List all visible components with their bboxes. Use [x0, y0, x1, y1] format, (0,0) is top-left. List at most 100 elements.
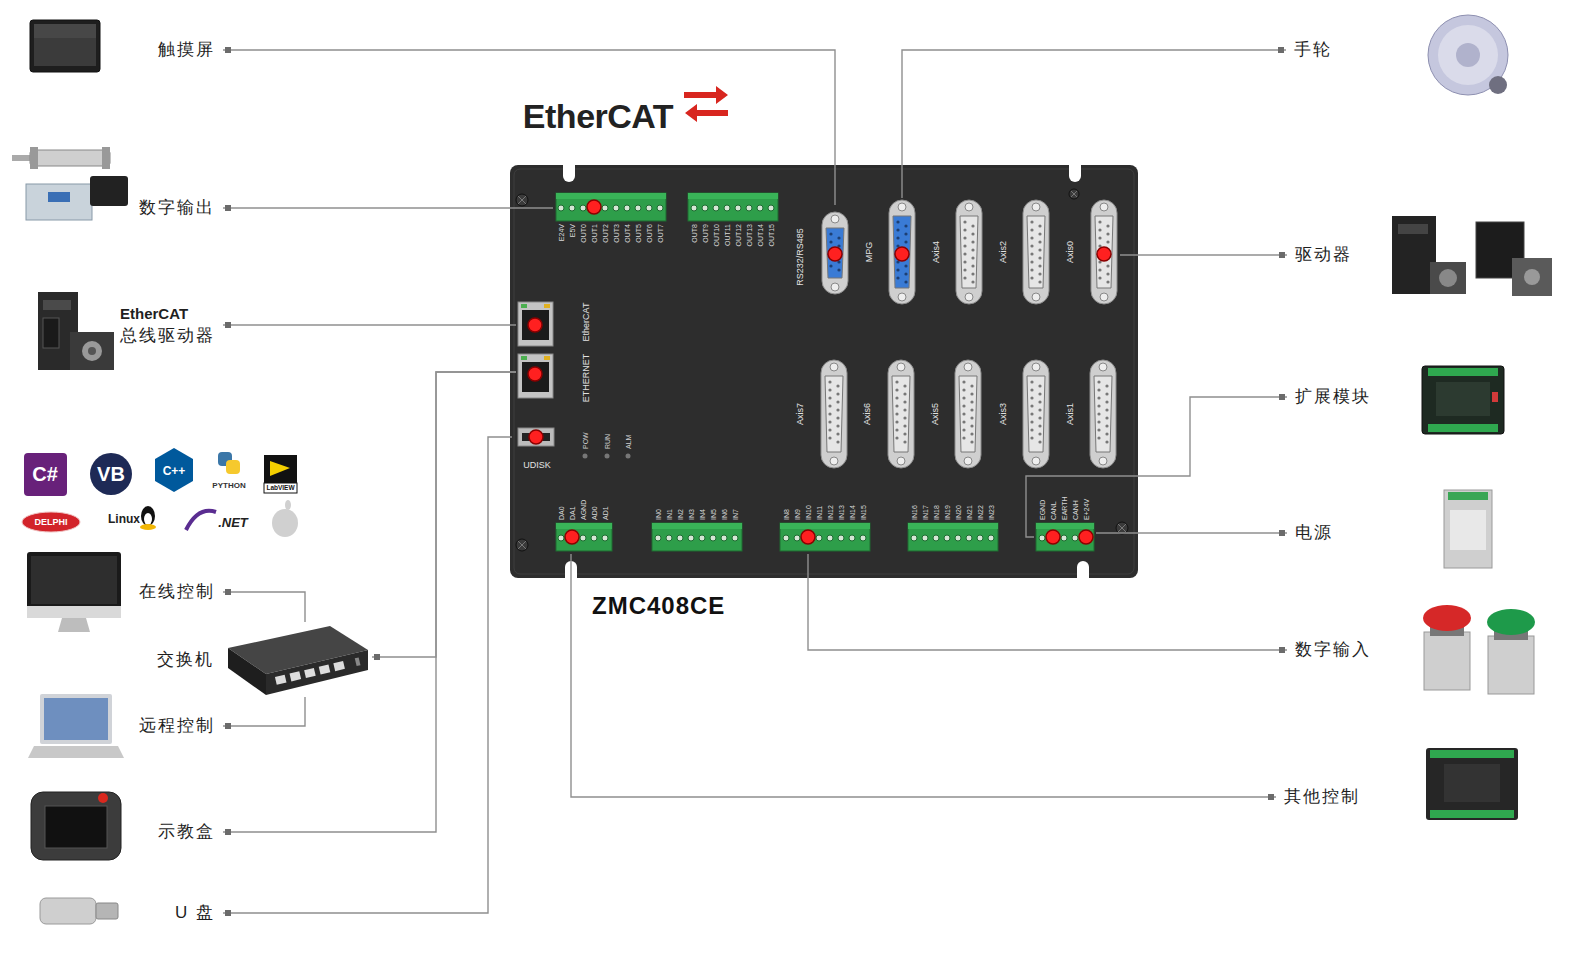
peripheral-label-box: 远程控制: [131, 715, 223, 737]
db-connector-shape: [1097, 420, 1100, 423]
db-connector-shape: [1105, 384, 1108, 387]
peripheral-label: 数字输出: [139, 197, 215, 219]
db-connector-shape: [1032, 203, 1040, 211]
terminal-block-shape: [556, 193, 666, 199]
laptop-picture: [28, 746, 124, 758]
terminal-block-shape: [580, 205, 586, 211]
pin-label: IN13: [838, 505, 845, 520]
servo-drive-picture: [82, 341, 102, 361]
leader-line: [223, 207, 553, 208]
rj45-port: ETHERNET: [516, 350, 596, 406]
db-connector-shape: [904, 280, 907, 283]
db-connector: Axis1: [1062, 358, 1120, 472]
teach-pendant-picture: [45, 806, 107, 848]
usb-port: UDISK: [512, 420, 562, 474]
db-connector-shape: [963, 228, 966, 231]
pin-label: IN22: [977, 505, 984, 520]
db-connector: Axis6: [859, 358, 917, 472]
pin-label: IN12: [827, 505, 834, 520]
plc-picture: [1426, 748, 1518, 820]
servo-drive-picture: [43, 318, 59, 348]
db-connector-shape: [904, 232, 907, 235]
db-connector-shape: [898, 293, 906, 301]
db-connector-shape: [837, 236, 840, 239]
terminal-block-shape: [591, 535, 597, 541]
drives-picture: [1392, 216, 1436, 294]
pin-label: IN7: [732, 509, 739, 520]
power-supply-picture: [1444, 490, 1492, 568]
connection-dot: [1079, 530, 1093, 544]
status-led: [605, 454, 610, 459]
db-connector-shape: [1030, 388, 1033, 391]
db-connector-shape: [1030, 220, 1033, 223]
db-connector-shape: [904, 264, 907, 267]
terminal-block: DA0DA1AGNDAD0AD1: [553, 498, 615, 554]
db-connector-shape: [836, 424, 839, 427]
db-connector-shape: [828, 396, 831, 399]
db-connector-shape: [836, 408, 839, 411]
terminal-block-shape: [650, 498, 744, 554]
db-connector-shape: [828, 436, 831, 439]
db-connector-shape: [970, 424, 973, 427]
db-connector: Axis0: [1062, 198, 1120, 308]
db-connector-shape: [1030, 252, 1033, 255]
switch-picture: [333, 661, 345, 671]
laptop-picture: [44, 698, 108, 740]
peripheral-label: 示教盒: [158, 821, 215, 843]
pin-label: IN15: [860, 505, 867, 520]
terminal-block-shape: [556, 523, 612, 551]
db-connector-shape: [1097, 396, 1100, 399]
leader-line: [902, 50, 1286, 198]
db-connector-shape: [892, 376, 910, 452]
db-connector-shape: [1106, 240, 1109, 243]
terminal-block-shape: [691, 205, 697, 211]
software-logos: [155, 448, 193, 492]
leader-line: [1120, 254, 1287, 255]
connection-dot: [529, 430, 543, 444]
db-connector-shape: [1105, 416, 1108, 419]
peripheral-label-box: EtherCAT总线驱动器: [112, 303, 223, 347]
peripheral-label-box: 手轮: [1286, 39, 1340, 61]
software-logo-text: C#: [32, 464, 58, 484]
desktop-picture: [58, 618, 90, 632]
peripheral-label: 触摸屏: [158, 39, 215, 61]
db-connector-shape: [1105, 440, 1108, 443]
db-connector-shape: [837, 268, 840, 271]
db-connector-shape: [970, 392, 973, 395]
servo-drive-picture: [43, 300, 71, 310]
terminal-block-shape: [908, 523, 998, 551]
software-logos: [144, 513, 152, 525]
peripheral-label: 在线控制: [139, 581, 215, 603]
rj45-shape: [521, 356, 527, 360]
db-connector-shape: [903, 424, 906, 427]
connection-dot: [801, 530, 815, 544]
db-connector-shape: [828, 428, 831, 431]
terminal-block-shape: [652, 523, 742, 551]
usb-stick-picture: [40, 898, 118, 924]
terminal-block-shape: [602, 205, 608, 211]
servo-drive-picture: [70, 332, 114, 370]
db-connector: Axis7: [792, 358, 850, 472]
software-logos: [141, 506, 155, 526]
db-connector-shape: [963, 276, 966, 279]
peripheral-label: U 盘: [175, 902, 215, 924]
pin-label: IN8: [783, 509, 790, 520]
peripheral-label: 远程控制: [139, 715, 215, 737]
peripheral-label-box: 在线控制: [131, 581, 223, 603]
switch-picture: [228, 626, 368, 695]
db-connector-shape: [1038, 432, 1041, 435]
db-connector-shape: [1038, 280, 1041, 283]
pin-label: E5V: [569, 224, 576, 237]
switch-picture: [290, 671, 302, 681]
db-connector-shape: [1105, 400, 1108, 403]
pin-label: OUT2: [602, 224, 609, 243]
touch-screen-picture: [30, 20, 100, 72]
db-connector-shape: [1097, 380, 1100, 383]
switch-picture: [275, 657, 361, 684]
usb-stick-picture: [96, 903, 118, 919]
terminal-block-shape: [849, 535, 855, 541]
db-connector-shape: [1097, 412, 1100, 415]
db-connector-shape: [895, 436, 898, 439]
